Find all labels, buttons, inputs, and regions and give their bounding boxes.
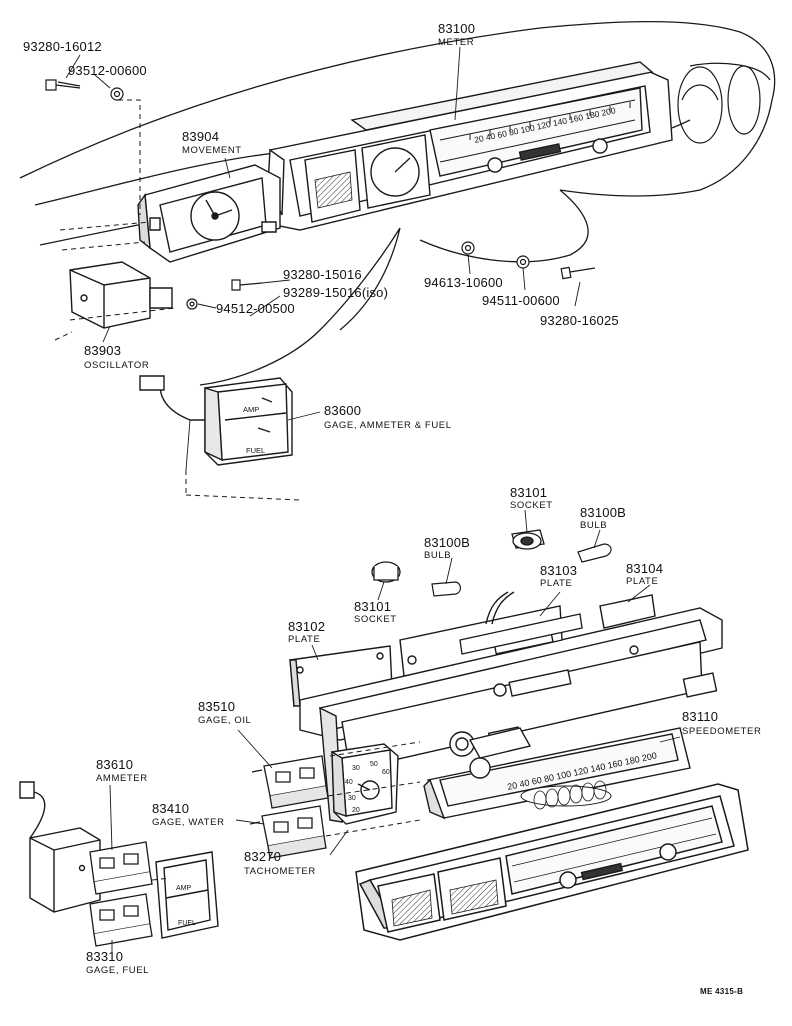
leader-lines-bottom bbox=[110, 510, 680, 955]
callout-83104-name: PLATE bbox=[626, 576, 659, 587]
callout-94512-00500: 94512-00500 bbox=[216, 301, 295, 316]
ammeter-fuel-gauge-units bbox=[90, 842, 152, 946]
ammeter-box bbox=[20, 782, 100, 912]
svg-text:40: 40 bbox=[345, 779, 353, 786]
callout-83101-upper-name: SOCKET bbox=[510, 500, 553, 511]
callout-93289-15016-iso: 93289-15016(iso) bbox=[283, 285, 389, 300]
callout-83600-name: GAGE, AMMETER & FUEL bbox=[324, 420, 452, 431]
front-bezel bbox=[356, 784, 748, 940]
socket-lower bbox=[372, 562, 400, 582]
callout-83610-name: AMMETER bbox=[96, 773, 148, 784]
callout-83310: 83310 bbox=[86, 949, 124, 964]
callout-83100b-right: 83100B bbox=[580, 505, 627, 520]
svg-text:60: 60 bbox=[382, 769, 390, 776]
tachometer bbox=[332, 744, 398, 824]
oscillator-box bbox=[70, 262, 172, 328]
svg-text:50: 50 bbox=[370, 761, 378, 768]
ammeter-fuel-face-text: AMP FUEL bbox=[176, 885, 196, 927]
svg-text:AMP: AMP bbox=[243, 405, 259, 414]
reference-code: ME 4315-B bbox=[700, 987, 744, 996]
svg-text:FUEL: FUEL bbox=[246, 446, 265, 455]
callout-83610: 83610 bbox=[96, 757, 134, 772]
callout-94613-10600: 94613-10600 bbox=[424, 275, 503, 290]
callout-83510-name: GAGE, OIL bbox=[198, 715, 252, 726]
speedometer bbox=[424, 728, 690, 818]
callout-83410-name: GAGE, WATER bbox=[152, 817, 225, 828]
socket-upper bbox=[512, 530, 544, 549]
svg-text:20: 20 bbox=[352, 807, 360, 814]
callout-83104: 83104 bbox=[626, 561, 664, 576]
guide-lines-bottom bbox=[152, 742, 420, 880]
callout-83600: 83600 bbox=[324, 403, 362, 418]
gauge-ammeter-fuel-top bbox=[140, 376, 292, 465]
callout-83102-name: PLATE bbox=[288, 634, 321, 645]
callout-83100b-right-name: BULB bbox=[580, 520, 608, 531]
leader-lines-top bbox=[66, 47, 580, 470]
callout-83903: 83903 bbox=[84, 343, 122, 358]
clock-movement bbox=[138, 165, 280, 262]
svg-text:AMP: AMP bbox=[176, 885, 192, 892]
callout-83270: 83270 bbox=[244, 849, 282, 864]
callout-83410: 83410 bbox=[152, 801, 190, 816]
plate-83103 bbox=[460, 614, 582, 654]
callout-83100-name: METER bbox=[438, 37, 475, 48]
screws-and-nuts-top bbox=[46, 80, 595, 309]
callout-83110: 83110 bbox=[682, 709, 719, 724]
callout-94511-00600: 94511-00600 bbox=[482, 293, 560, 308]
water-gauge bbox=[250, 806, 326, 858]
callout-83110-name: SPEEDOMETER bbox=[682, 726, 762, 737]
svg-text:FUEL: FUEL bbox=[178, 920, 196, 927]
bulb-upper bbox=[578, 544, 611, 562]
callout-83100b-left: 83100B bbox=[424, 535, 471, 550]
callout-83101-upper: 83101 bbox=[510, 485, 548, 500]
callout-93512-00600: 93512-00600 bbox=[68, 63, 147, 78]
callout-83510: 83510 bbox=[198, 699, 236, 714]
ammeter-fuel-face bbox=[156, 852, 218, 938]
guide-lines-top bbox=[55, 100, 300, 500]
svg-text:30: 30 bbox=[352, 765, 360, 772]
svg-text:30: 30 bbox=[348, 795, 356, 802]
callout-93280-16012: 93280-16012 bbox=[23, 39, 102, 54]
gauge-ammeter-fuel-text: AMP FUEL bbox=[243, 405, 265, 455]
callout-83903-name: OSCILLATOR bbox=[84, 360, 150, 371]
callout-83270-name: TACHOMETER bbox=[244, 866, 316, 877]
callout-83102: 83102 bbox=[288, 619, 326, 634]
bulb-lower bbox=[432, 582, 461, 596]
oil-gauge bbox=[252, 756, 328, 808]
callout-83100: 83100 bbox=[438, 21, 476, 36]
meter-cluster bbox=[268, 62, 672, 230]
callout-83101-lower-name: SOCKET bbox=[354, 614, 397, 625]
dash-vent-ovals bbox=[678, 66, 760, 143]
callout-83904-name: MOVEMENT bbox=[182, 145, 242, 156]
callout-83310-name: GAGE, FUEL bbox=[86, 965, 150, 976]
callout-93280-16025: 93280-16025 bbox=[540, 313, 619, 328]
callout-83101-lower: 83101 bbox=[354, 599, 392, 614]
tachometer-numbers: 30 50 60 40 30 20 bbox=[345, 761, 390, 814]
callout-83103: 83103 bbox=[540, 563, 578, 578]
callout-93280-15016: 93280-15016 bbox=[283, 267, 362, 282]
callout-83904: 83904 bbox=[182, 129, 220, 144]
callout-83103-name: PLATE bbox=[540, 578, 573, 589]
callout-83100b-left-name: BULB bbox=[424, 550, 452, 561]
